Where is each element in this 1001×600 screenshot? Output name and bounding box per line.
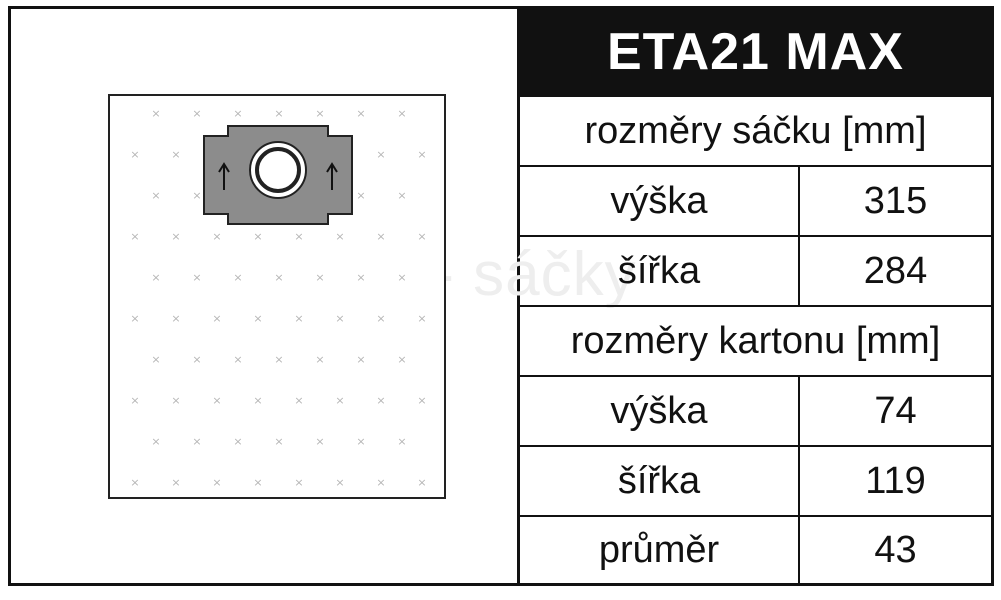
pattern-dot: ×	[171, 148, 180, 161]
pattern-dot: ×	[356, 189, 365, 202]
pattern-dot: ×	[315, 271, 324, 284]
table-row: šířka 119	[520, 445, 991, 515]
pattern-dot: ×	[253, 476, 262, 489]
pattern-dot: ×	[294, 312, 303, 325]
pattern-dot: ×	[417, 148, 426, 161]
pattern-dot: ×	[356, 353, 365, 366]
pattern-dot: ×	[417, 476, 426, 489]
pattern-dot: ×	[253, 312, 262, 325]
carton-section-heading: rozměry kartonu [mm]	[520, 305, 991, 375]
table-row: výška 315	[520, 165, 991, 235]
pattern-dot: ×	[151, 189, 160, 202]
pattern-dot: ×	[130, 230, 139, 243]
row-value: 119	[865, 459, 926, 502]
pattern-dot: ×	[376, 394, 385, 407]
pattern-dot: ×	[233, 271, 242, 284]
table-row: šířka 284	[520, 235, 991, 305]
pattern-dot: ×	[397, 435, 406, 448]
pattern-dot: ×	[171, 230, 180, 243]
row-value: 43	[874, 528, 917, 571]
pattern-dot: ×	[151, 271, 160, 284]
table-row: výška 74	[520, 375, 991, 445]
table-row: průměr 43	[520, 515, 991, 583]
dimensions-table: ETA21 MAX rozměry sáčku [mm] výška 315 š…	[520, 9, 991, 583]
product-sheet: Jolly - sáčky ××××××××××××××××××××××××××…	[8, 6, 994, 586]
pattern-dot: ×	[397, 271, 406, 284]
pattern-dot: ×	[274, 271, 283, 284]
pattern-dot: ×	[233, 107, 242, 120]
bag-pattern: × × × × × × × × × × × × × × × × × × × × × × × × × × × × × × × × × × × × × × × ×…	[130, 107, 426, 489]
pattern-dot: ×	[253, 394, 262, 407]
row-label: průměr	[520, 517, 800, 583]
pattern-dot: ×	[376, 148, 385, 161]
pattern-dot: ×	[192, 353, 201, 366]
row-value: 315	[863, 179, 928, 222]
pattern-dot: ×	[417, 394, 426, 407]
pattern-dot: ×	[356, 107, 365, 120]
pattern-dot: ×	[294, 230, 303, 243]
pattern-dot: ×	[335, 230, 344, 243]
row-label: výška	[520, 377, 800, 445]
pattern-dot: ×	[376, 312, 385, 325]
pattern-dot: ×	[397, 189, 406, 202]
pattern-dot: ×	[274, 435, 283, 448]
pattern-dot: ×	[335, 476, 344, 489]
pattern-dot: ×	[376, 230, 385, 243]
pattern-dot: ×	[212, 312, 221, 325]
pattern-dot: ×	[397, 107, 406, 120]
up-arrow-icon	[326, 162, 338, 190]
row-value: 74	[874, 389, 917, 432]
pattern-dot: ×	[151, 435, 160, 448]
pattern-dot: ×	[192, 107, 201, 120]
pattern-dot: ×	[315, 353, 324, 366]
pattern-dot: ×	[212, 230, 221, 243]
up-arrow-icon	[218, 162, 230, 190]
pattern-dot: ×	[335, 394, 344, 407]
pattern-dot: ×	[192, 189, 201, 202]
pattern-dot: ×	[417, 312, 426, 325]
row-label: šířka	[520, 447, 800, 515]
pattern-dot: ×	[233, 435, 242, 448]
pattern-dot: ×	[274, 353, 283, 366]
row-label: výška	[520, 167, 800, 235]
pattern-dot: ×	[315, 435, 324, 448]
pattern-dot: ×	[171, 312, 180, 325]
pattern-dot: ×	[130, 312, 139, 325]
pattern-dot: ×	[397, 353, 406, 366]
row-label: šířka	[520, 237, 800, 305]
pattern-dot: ×	[192, 271, 201, 284]
pattern-dot: ×	[294, 394, 303, 407]
bag-section-heading: rozměry sáčku [mm]	[520, 95, 991, 165]
pattern-dot: ×	[151, 353, 160, 366]
pattern-dot: ×	[212, 476, 221, 489]
pattern-dot: ×	[151, 107, 160, 120]
vacuum-bag-illustration: × × × × × × × × × × × × × × × × × × × × × × × × × × × × × × × × × × × × × × × ×…	[108, 94, 446, 499]
illustration-panel: Jolly - sáčky ××××××××××××××××××××××××××…	[11, 9, 636, 583]
product-title: ETA21 MAX	[520, 9, 991, 95]
pattern-dot: ×	[356, 271, 365, 284]
pattern-dot: ×	[356, 435, 365, 448]
pattern-dot: ×	[130, 394, 139, 407]
pattern-dot: ×	[171, 476, 180, 489]
pattern-dot: ×	[171, 394, 180, 407]
pattern-dot: ×	[212, 394, 221, 407]
cardboard-collar	[203, 125, 353, 225]
pattern-dot: ×	[130, 148, 139, 161]
pattern-dot: ×	[335, 312, 344, 325]
pattern-dot: ×	[376, 476, 385, 489]
pattern-dot: ×	[274, 107, 283, 120]
pattern-dot: ×	[417, 230, 426, 243]
pattern-dot: ×	[294, 476, 303, 489]
pattern-dot: ×	[253, 230, 262, 243]
pattern-dot: ×	[315, 107, 324, 120]
pattern-dot: ×	[192, 435, 201, 448]
pattern-dot: ×	[130, 476, 139, 489]
pattern-dot: ×	[233, 353, 242, 366]
row-value: 284	[863, 249, 928, 292]
